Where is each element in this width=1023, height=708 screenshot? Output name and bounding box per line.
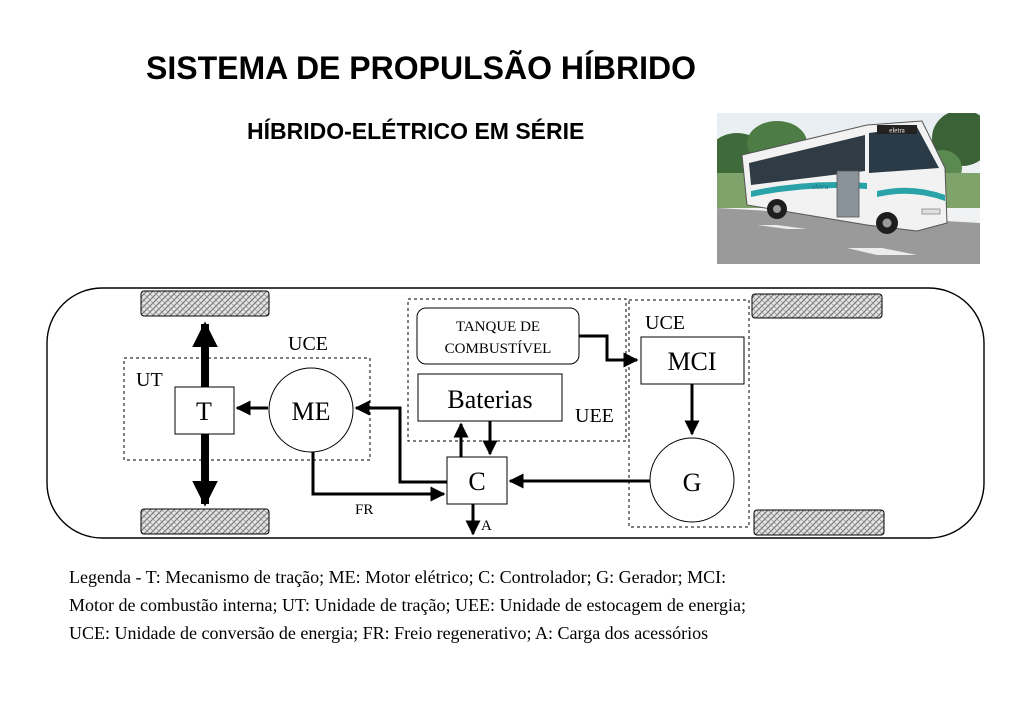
label-fr: FR <box>355 502 373 518</box>
tire-rear-left <box>141 509 269 534</box>
tire-front-left <box>141 291 269 316</box>
combustion-engine-label: MCI <box>667 347 716 376</box>
label-uce-right: UCE <box>645 312 685 334</box>
controller-label: C <box>468 467 485 496</box>
legend: Legenda - T: Mecanismo de tração; ME: Mo… <box>69 563 989 647</box>
traction-mechanism-label: T <box>196 397 212 426</box>
arrow-fr-me-to-c <box>313 452 444 494</box>
propulsion-diagram: UCE UT UEE UCE T ME TANQUE DE COMBUSTÍVE… <box>0 0 1023 560</box>
label-a: A <box>481 518 492 534</box>
tire-front-right <box>752 294 882 318</box>
electric-motor-label: ME <box>292 397 331 426</box>
legend-line-2: Motor de combustão interna; UT: Unidade … <box>69 591 989 619</box>
arrow-tank-to-mci <box>579 336 637 360</box>
fuel-tank-label-line2: COMBUSTÍVEL <box>445 340 552 357</box>
legend-line-3: UCE: Unidade de conversão de energia; FR… <box>69 619 989 647</box>
batteries-label: Baterias <box>447 385 532 414</box>
generator-label: G <box>683 468 702 497</box>
label-ut: UT <box>136 369 163 391</box>
label-uee: UEE <box>575 405 614 427</box>
legend-line-1: Legenda - T: Mecanismo de tração; ME: Mo… <box>69 563 989 591</box>
tire-rear-right <box>754 510 884 535</box>
fuel-tank-label-line1: TANQUE DE <box>456 319 540 335</box>
label-uce-left: UCE <box>288 333 328 355</box>
